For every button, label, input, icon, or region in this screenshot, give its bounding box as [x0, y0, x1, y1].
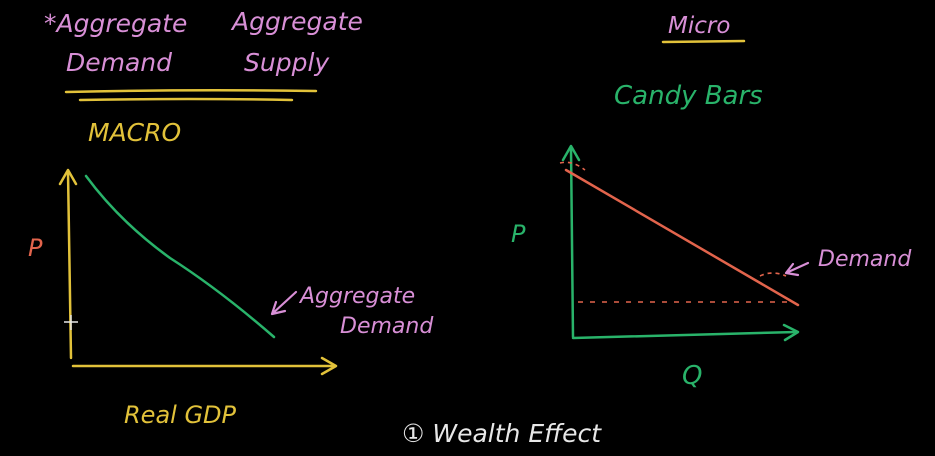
micro-x-axis — [571, 330, 798, 340]
micro-x-label: Q — [682, 361, 702, 391]
aggregate-supply-title-line2: Supply — [244, 48, 330, 77]
micro-demand-curve — [564, 168, 800, 307]
cursor-mark — [64, 315, 78, 330]
micro-heading: Micro — [668, 13, 730, 39]
micro-curve-dash-mark — [759, 272, 787, 277]
aggregate-demand-title-line2: Demand — [66, 48, 172, 77]
title-underline-top — [64, 88, 318, 94]
aggregate-demand-curve-label-1: Aggregate — [298, 284, 415, 309]
macro-x-axis-arrowhead — [320, 356, 338, 376]
aggregate-demand-curve — [84, 174, 276, 339]
micro-y-label: P — [511, 220, 526, 248]
title-underline-bottom — [78, 97, 294, 102]
micro-price-intercept-dash — [559, 161, 586, 171]
macro-y-label: P — [28, 234, 43, 262]
aggregate-demand-curve-label-2: Demand — [340, 314, 434, 339]
macro-heading: MACRO — [88, 118, 181, 147]
micro-y-axis — [569, 146, 575, 339]
micro-x-axis-arrowhead — [782, 323, 800, 342]
micro-demand-label-arrow — [784, 261, 810, 277]
aggregate-supply-title-line1: Aggregate — [230, 7, 363, 36]
micro-subtitle: Candy Bars — [614, 81, 763, 111]
macro-y-axis-arrowhead — [58, 168, 78, 186]
aggregate-demand-title-line1: *Aggregate — [44, 9, 187, 38]
micro-demand-curve-label: Demand — [818, 247, 912, 272]
micro-y-axis-arrowhead — [561, 144, 581, 162]
macro-y-axis — [66, 170, 73, 360]
micro-heading-underline — [661, 39, 746, 44]
macro-x-label: Real GDP — [124, 401, 237, 429]
wealth-effect-note: ① Wealth Effect — [402, 419, 602, 448]
aggregate-demand-label-arrow — [270, 290, 298, 316]
